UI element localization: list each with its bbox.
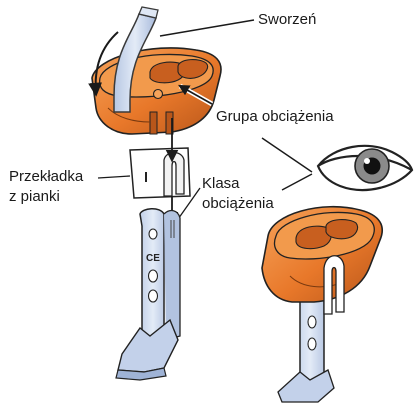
- eye-icon: [318, 146, 412, 190]
- label-grupa-obciazenia: Grupa obciążenia: [216, 108, 334, 126]
- label-przekladka-line1: Przekładka: [9, 168, 83, 186]
- leader-line-sworzen: [160, 20, 254, 36]
- label-sworzen: Sworzeń: [258, 11, 316, 29]
- mounted-plate: [278, 300, 334, 402]
- foam-spacer: [130, 148, 190, 198]
- socket-top: [92, 48, 221, 134]
- sight-line-upper: [262, 138, 312, 172]
- sight-line-lower: [282, 174, 312, 190]
- label-przekladka-line2: z pianki: [9, 188, 60, 206]
- label-klasa-line2: obciążenia: [202, 195, 274, 213]
- socket-mounted: [262, 207, 382, 302]
- label-klasa-line1: Klasa: [202, 175, 240, 193]
- ce-mark: CE: [146, 253, 160, 264]
- leader-line-przekladka: [98, 176, 130, 178]
- mounting-plate: [116, 209, 180, 380]
